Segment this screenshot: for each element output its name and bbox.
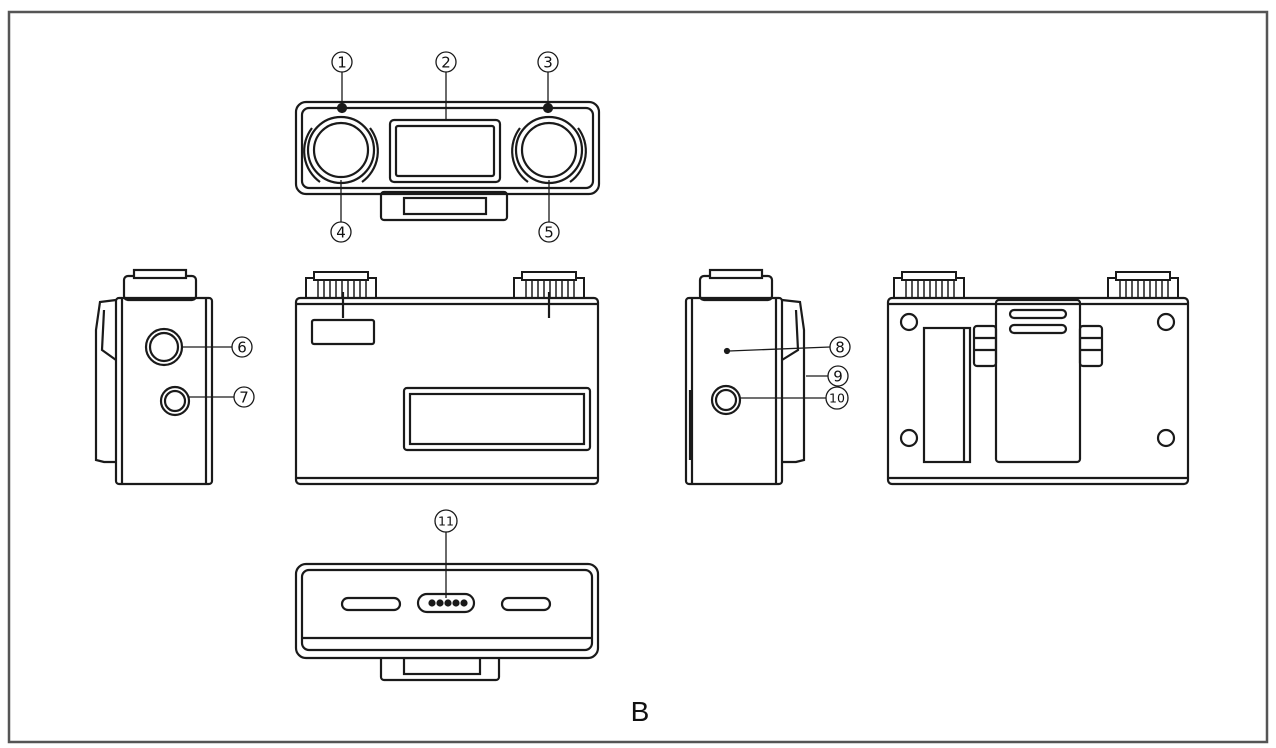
callout-11-number: 11: [438, 514, 454, 529]
front-indicator-window: [310, 318, 376, 346]
top-view: [294, 100, 601, 222]
bottom-slot-right: [500, 596, 552, 612]
callout-3-number: 3: [543, 54, 553, 72]
callout-6: 6: [231, 336, 253, 358]
callout-7-number: 7: [239, 389, 249, 407]
back-view: [886, 270, 1190, 486]
callout-1: 1: [331, 51, 353, 73]
callout-8: 8: [829, 336, 851, 358]
callout-1-number: 1: [337, 54, 347, 72]
callout-8-number: 8: [835, 339, 845, 357]
callout-10-number: 10: [829, 391, 845, 406]
front-panel-recess: [402, 386, 592, 452]
top-display: [388, 118, 502, 184]
callout-5-number: 5: [544, 224, 554, 242]
front-view: [294, 270, 600, 486]
callout-9-number: 9: [833, 368, 843, 386]
callout-4: 4: [330, 221, 352, 243]
mic-hole: [723, 347, 731, 355]
battery-door: [922, 326, 972, 464]
callout-5: 5: [538, 221, 560, 243]
leader-lines: [182, 72, 831, 598]
callout-3: 3: [537, 51, 559, 73]
callout-10: 10: [825, 386, 849, 410]
callout-11: 11: [434, 509, 458, 533]
callouts: 1 2 3 4 5 6 7 8 9 10 11: [231, 51, 851, 533]
bottom-view: [294, 562, 600, 682]
callout-9: 9: [827, 365, 849, 387]
callout-7: 7: [233, 386, 255, 408]
right-side-view: [684, 268, 806, 486]
callout-2: 2: [435, 51, 457, 73]
callout-2-number: 2: [441, 54, 451, 72]
figure-label: B: [630, 696, 650, 727]
left-knob-top: [303, 115, 379, 185]
left-side-view: [94, 268, 214, 486]
callout-6-number: 6: [237, 339, 247, 357]
callout-4-number: 4: [336, 224, 346, 242]
bottom-slot-left: [340, 596, 402, 612]
belt-clip: [994, 298, 1082, 464]
side-button-small: [159, 385, 191, 417]
side-button-right: [710, 384, 742, 416]
